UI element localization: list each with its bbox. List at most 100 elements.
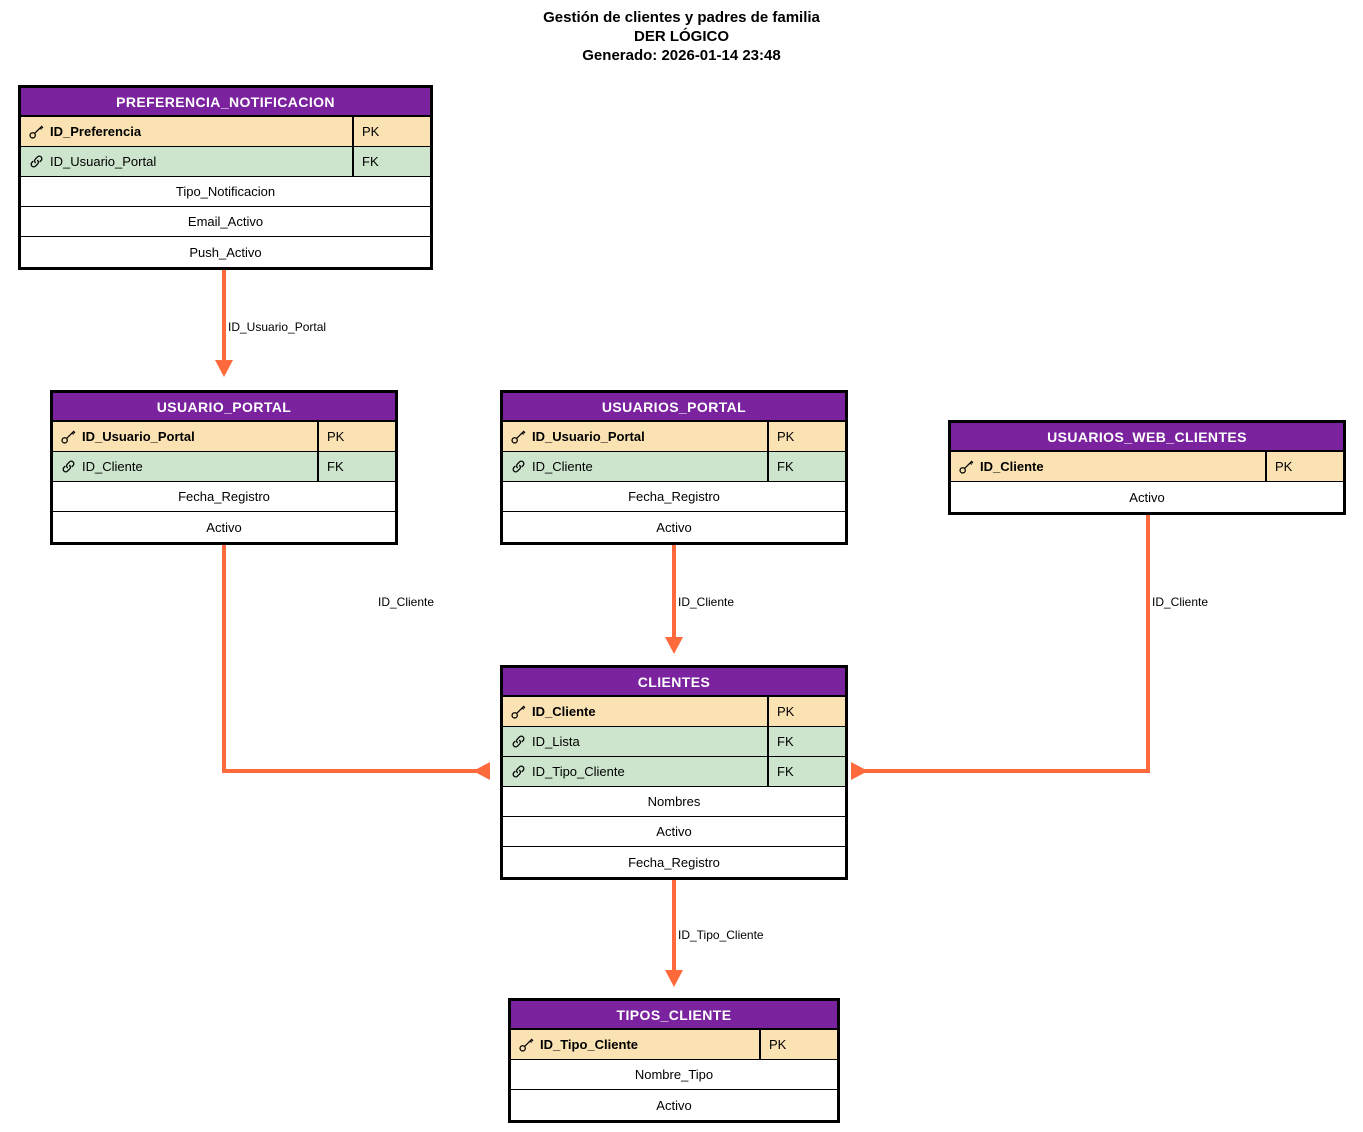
field-name: Push_Activo [21, 237, 430, 267]
rel-usuario-cliente-line-v [222, 543, 226, 773]
field-label: ID_Usuario_Portal [532, 429, 645, 444]
field-label: ID_Usuario_Portal [82, 429, 195, 444]
field-name: ID_Usuario_Portal [503, 422, 767, 451]
field-label: ID_Tipo_Cliente [540, 1037, 639, 1052]
field-label: Activo [1129, 489, 1165, 505]
field-label: Fecha_Registro [628, 489, 720, 504]
rel-usuarios-cliente-line [672, 543, 676, 641]
field-row: ID_Usuario_Portal PK [503, 422, 845, 452]
entity-header-usuarios-web-clientes: USUARIOS_WEB_CLIENTES [951, 423, 1343, 452]
field-name: Email_Activo [21, 207, 430, 236]
field-row: Activo [503, 817, 845, 847]
field-key-tag: FK [352, 147, 430, 176]
field-label: Activo [206, 519, 242, 535]
entity-header-usuario-portal: USUARIO_PORTAL [53, 393, 395, 422]
entity-header-tipos-cliente: TIPOS_CLIENTE [511, 1001, 837, 1030]
field-label: Email_Activo [187, 214, 264, 229]
field-name: Activo [503, 512, 845, 542]
field-label: ID_Cliente [980, 459, 1044, 474]
field-row: Nombres [503, 787, 845, 817]
field-key-tag: PK [317, 422, 395, 451]
entity-usuarios-web-clientes[interactable]: USUARIOS_WEB_CLIENTES ID_Cliente PK Activo [948, 420, 1346, 515]
field-key-tag: PK [767, 422, 845, 451]
field-name: Nombre_Tipo [511, 1060, 837, 1089]
field-label: ID_Cliente [532, 459, 593, 474]
rel-cliente-tipo-arrowhead [665, 970, 683, 987]
field-name: Activo [53, 512, 395, 542]
rel-web-cliente-label: ID_Cliente [1152, 595, 1209, 609]
title-line-subject: Gestión de clientes y padres de familia [543, 9, 820, 26]
field-label: Activo [656, 1097, 692, 1113]
field-label: Nombres [647, 794, 701, 809]
field-name: ID_Usuario_Portal [53, 422, 317, 451]
field-key-tag: FK [317, 452, 395, 481]
field-row: Activo [503, 512, 845, 542]
title-line-generated: Generado: 2026-01-14 23:48 [582, 47, 781, 64]
field-label: Nombre_Tipo [634, 1067, 714, 1082]
field-row: ID_Usuario_Portal PK [53, 422, 395, 452]
rel-usuario-cliente-label: ID_Cliente [378, 595, 435, 609]
entity-tipos-cliente[interactable]: TIPOS_CLIENTE ID_Tipo_Cliente PK Nombre_Ti… [508, 998, 840, 1123]
rel-web-cliente-arrowhead [851, 762, 868, 780]
rel-web-cliente-line-v [1146, 512, 1150, 773]
key-icon [60, 428, 77, 445]
field-name: ID_Cliente [503, 697, 767, 726]
field-key-tag: PK [352, 117, 430, 146]
diagram-title: Gestión de clientes y padres de familia … [0, 8, 1363, 65]
key-icon [510, 703, 527, 720]
rel-usuario-cliente-line-h [222, 769, 490, 773]
field-name: Activo [511, 1090, 837, 1120]
field-row: Fecha_Registro [53, 482, 395, 512]
field-name: Fecha_Registro [503, 482, 845, 511]
field-key-tag: PK [759, 1030, 837, 1059]
entity-fields-usuarios-web-clientes: ID_Cliente PK Activo [951, 452, 1343, 512]
field-name: Activo [951, 482, 1343, 512]
rel-cliente-tipo-line [672, 876, 676, 974]
field-name: ID_Tipo_Cliente [503, 757, 767, 786]
field-row: Fecha_Registro [503, 847, 845, 877]
entity-header-usuarios-portal: USUARIOS_PORTAL [503, 393, 845, 422]
key-icon [958, 458, 975, 475]
rel-usuario-cliente-arrowhead [473, 762, 490, 780]
field-label: Fecha_Registro [628, 854, 720, 870]
link-icon [510, 458, 527, 475]
field-row: ID_Cliente PK [503, 697, 845, 727]
field-key-tag: PK [1265, 452, 1343, 481]
rel-pref-usuario-label: ID_Usuario_Portal [228, 320, 327, 334]
field-label: Activo [656, 519, 692, 535]
field-key-tag: PK [767, 697, 845, 726]
field-label: ID_Tipo_Cliente [532, 764, 625, 779]
field-name: ID_Cliente [951, 452, 1265, 481]
key-icon [28, 123, 45, 140]
field-name: Nombres [503, 787, 845, 816]
field-row: Email_Activo [21, 207, 430, 237]
field-label: Push_Activo [189, 244, 262, 260]
field-row: ID_Cliente PK [951, 452, 1343, 482]
field-name: Activo [503, 817, 845, 846]
field-row: Activo [53, 512, 395, 542]
field-key-tag: FK [767, 757, 845, 786]
rel-web-cliente-line-h [862, 769, 1150, 773]
rel-pref-usuario-arrowhead [215, 360, 233, 377]
field-row: Activo [951, 482, 1343, 512]
field-label: ID_Cliente [532, 704, 596, 719]
entity-header-preferencia-notificacion: PREFERENCIA_NOTIFICACION [21, 88, 430, 117]
field-row: Nombre_Tipo [511, 1060, 837, 1090]
rel-pref-usuario-line [222, 266, 226, 364]
key-icon [510, 428, 527, 445]
field-name: ID_Tipo_Cliente [511, 1030, 759, 1059]
